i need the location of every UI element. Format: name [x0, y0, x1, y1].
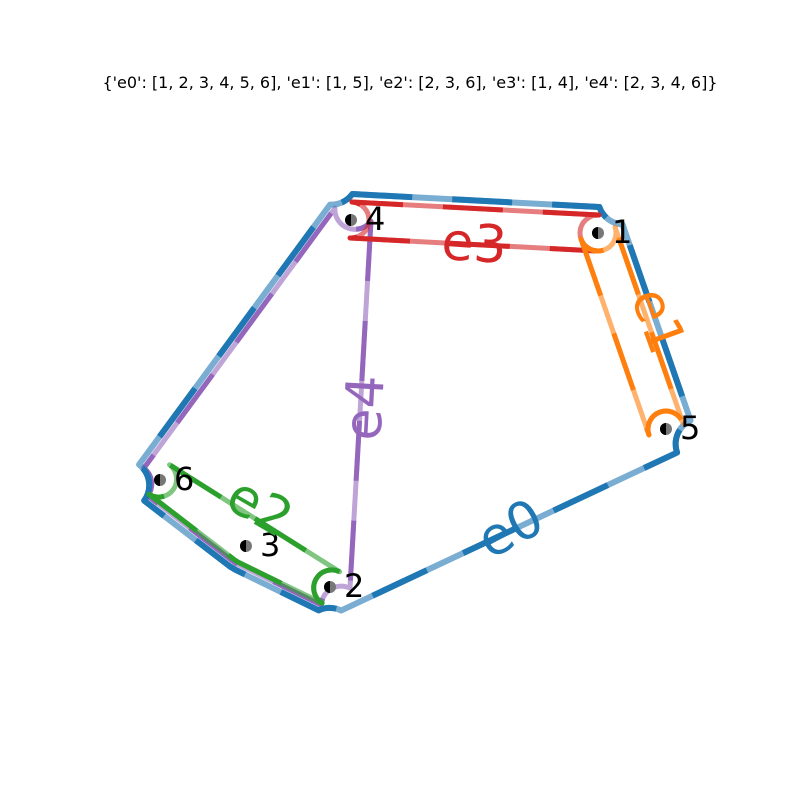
node-label: 2 [344, 567, 364, 605]
hyperedge-label-e1: e1 [618, 280, 697, 362]
node-label: 5 [680, 409, 700, 447]
hyperedge-label-e2: e2 [216, 465, 302, 550]
node-dot-half [324, 581, 330, 593]
node-4: 4 [345, 200, 385, 238]
node-1: 1 [592, 213, 632, 251]
node-5: 5 [660, 409, 700, 447]
hyperedge-label-e4: e4 [333, 374, 396, 442]
hyperedges [136, 191, 694, 614]
hyperedge-outline [578, 224, 686, 438]
node-label: 1 [612, 213, 632, 251]
node-3: 3 [240, 526, 280, 564]
node-label: 6 [174, 460, 194, 498]
node-6: 6 [154, 460, 194, 498]
figure-title: {'e0': [1, 2, 3, 4, 5, 6], 'e1': [1, 5],… [102, 73, 717, 92]
hyperedge-e1 [578, 224, 686, 438]
node-dot-half [240, 540, 246, 552]
nodes: 1 2 3 4 5 6 [154, 200, 700, 605]
node-label: 4 [365, 200, 385, 238]
node-2: 2 [324, 567, 364, 605]
node-dot-half [345, 214, 351, 226]
node-dot-half [660, 423, 666, 435]
hyperedge-e0 [136, 191, 694, 614]
hyperedge-outline [146, 462, 343, 606]
node-dot-half [154, 474, 160, 486]
hyperedge-label-e3: e3 [440, 212, 509, 276]
hyperedge-e2 [146, 462, 343, 606]
hyperedge-label-e0: e0 [468, 488, 554, 572]
node-label: 3 [260, 526, 280, 564]
hyperedge-outline [347, 199, 602, 254]
hyperedge-outline [136, 191, 694, 614]
node-dot-half [592, 227, 598, 239]
